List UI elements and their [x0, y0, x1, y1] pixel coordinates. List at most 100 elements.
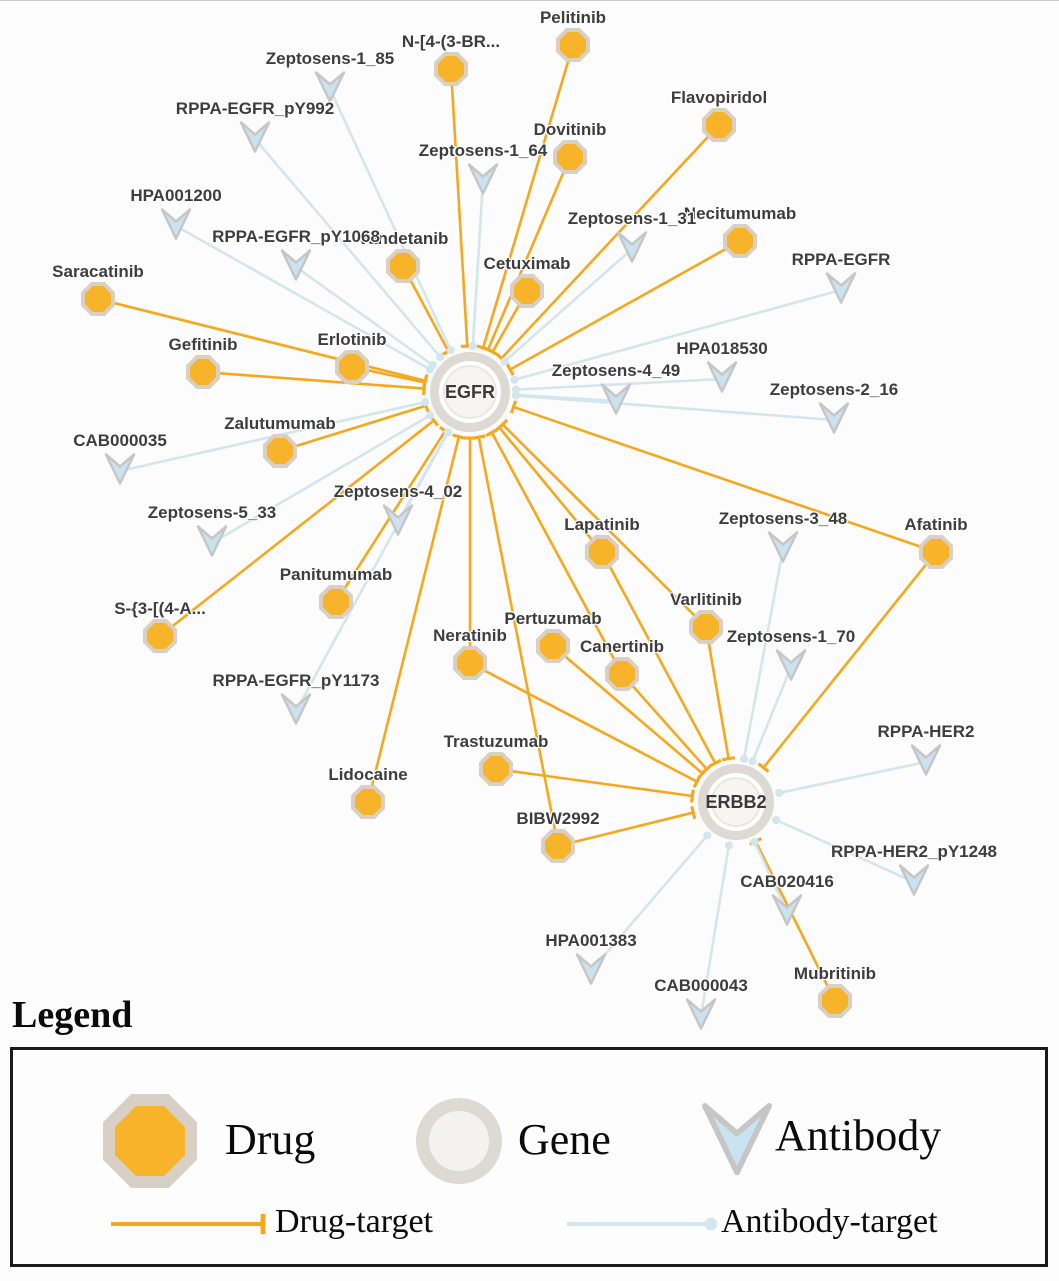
drug-node-afatinib [919, 535, 953, 569]
drug-node-varlitinib [689, 610, 723, 644]
legend-antibody-chevron-icon [702, 1103, 772, 1176]
edge-zeptosens_1_64-egfr [468, 180, 485, 351]
edge-necitumumab-egfr [505, 239, 741, 376]
node-label: Zeptosens-1_31 [567, 209, 697, 228]
drug-node-lapatinib [585, 535, 619, 569]
drug-octagon-icon [556, 28, 590, 62]
drug-node-s3_4a [143, 619, 177, 653]
edge-varlitinib-erbb2 [704, 626, 736, 762]
antibody-node-zeptosens_1_70 [774, 647, 808, 688]
legend-title: Legend [12, 994, 133, 1036]
edge-n4_3br-egfr [449, 68, 474, 349]
node-label: RPPA-EGFR_pY992 [175, 99, 335, 118]
legend-antibody-edge-icon [567, 1217, 718, 1231]
edge-hpa001383-erbb2 [590, 831, 712, 972]
node-label: Saracatinib [52, 262, 144, 281]
node-label: Panitumumab [279, 565, 393, 584]
drug-octagon-icon [479, 752, 513, 786]
edge-lapatinib-erbb2 [600, 551, 722, 768]
drug-node-zalutumumab [263, 434, 297, 468]
legend-antibody-label: Antibody [775, 1111, 942, 1160]
node-label: Varlitinib [670, 590, 742, 609]
node-label: Zeptosens-1_85 [265, 49, 395, 68]
edge-flavopiridol-egfr [495, 124, 720, 364]
edge-cab000043-erbb2 [699, 841, 733, 1017]
drug-node-lidocaine [351, 785, 385, 819]
edge-rppa_egfr_py1068-egfr [295, 265, 437, 370]
legend-gene-circle-icon [416, 1098, 502, 1184]
drug-octagon-icon [919, 535, 953, 569]
legend-drug-label: Drug [225, 1115, 316, 1164]
antibody-chevron-icon [239, 121, 271, 153]
drug-octagon-icon [186, 355, 220, 389]
node-label: Zeptosens-1_64 [418, 141, 548, 160]
drug-octagon-icon [434, 52, 468, 86]
edge-bibw2992-egfr [472, 434, 560, 847]
node-label: Cetuximab [483, 254, 571, 273]
node-label: HPA001383 [545, 931, 637, 950]
gene-node-egfr: EGFR [430, 352, 510, 432]
node-label: Zalutumumab [224, 414, 336, 433]
node-label: Zeptosens-4_49 [551, 361, 681, 380]
node-label: Trastuzumab [443, 732, 549, 751]
antibody-chevron-icon [314, 71, 346, 103]
drug-octagon-icon [541, 829, 575, 863]
legend-gene-label: Gene [518, 1115, 611, 1164]
drug-octagon-icon [585, 535, 619, 569]
node-label: Zeptosens-1_70 [726, 627, 856, 646]
edge-zeptosens_1_85-egfr [328, 88, 455, 355]
drug-octagon-icon [723, 224, 757, 258]
drug-node-mubritinib [818, 984, 852, 1018]
antibody-node-zeptosens_1_31 [615, 229, 649, 270]
edge-pertuzumab-erbb2 [552, 645, 708, 780]
drug-node-panitumumab [319, 585, 353, 619]
edge-saracatinib-egfr [97, 297, 429, 388]
edge-hpa018530-egfr [511, 377, 723, 394]
node-label: RPPA-EGFR_pY1173 [212, 671, 380, 690]
antibody-chevron-icon [382, 504, 414, 536]
edge-pelitinib-egfr [476, 44, 575, 352]
drug-octagon-icon [689, 610, 723, 644]
drug-node-flavopiridol [702, 108, 736, 142]
drug-node-n4_3br [434, 52, 468, 86]
node-label: Zeptosens-5_33 [147, 503, 277, 522]
antibody-node-cab020416 [770, 892, 804, 933]
drug-octagon-icon [510, 274, 544, 308]
antibody-chevron-icon [280, 693, 312, 725]
drug-node-cetuximab [510, 274, 544, 308]
drug-octagon-icon [351, 785, 385, 819]
antibody-chevron-icon [575, 953, 607, 985]
node-label: HPA001200 [130, 186, 222, 205]
edge-rppa_her2_py1248-erbb2 [772, 815, 915, 884]
drug-octagon-icon [818, 984, 852, 1018]
node-label: Pelitinib [539, 8, 607, 27]
edge-hpa001200-egfr [175, 224, 435, 374]
node-label: Zeptosens-3_48 [718, 509, 848, 528]
edge-mubritinib-erbb2 [749, 837, 837, 1002]
antibody-chevron-icon [706, 361, 738, 393]
edge-zeptosens_1_70-erbb2 [748, 666, 793, 766]
antibody-node-hpa018530 [705, 359, 739, 400]
edge-dovitinib-egfr [481, 156, 572, 354]
node-label: BIBW2992 [516, 809, 600, 828]
drug-node-saracatinib [81, 282, 115, 316]
antibody-chevron-icon [196, 525, 228, 557]
antibody-chevron-icon [818, 402, 850, 434]
node-label: Lidocaine [328, 765, 408, 784]
node-label: Flavopiridol [670, 88, 768, 107]
drug-node-canertinib [605, 657, 639, 691]
node-label: CAB000043 [654, 976, 748, 995]
antibody-chevron-icon [600, 383, 632, 415]
drug-octagon-icon [319, 585, 353, 619]
node-label: Zeptosens-2_16 [769, 380, 899, 399]
drug-node-dovitinib [553, 140, 587, 174]
node-label: Mubritinib [793, 964, 877, 983]
edge-varlitinib-egfr [496, 418, 707, 628]
edge-bibw2992-erbb2 [557, 805, 697, 848]
edge-rppa_egfr_py1173-egfr [294, 428, 453, 712]
antibody-chevron-icon [280, 249, 312, 281]
node-label: Vandetanib [357, 229, 449, 248]
